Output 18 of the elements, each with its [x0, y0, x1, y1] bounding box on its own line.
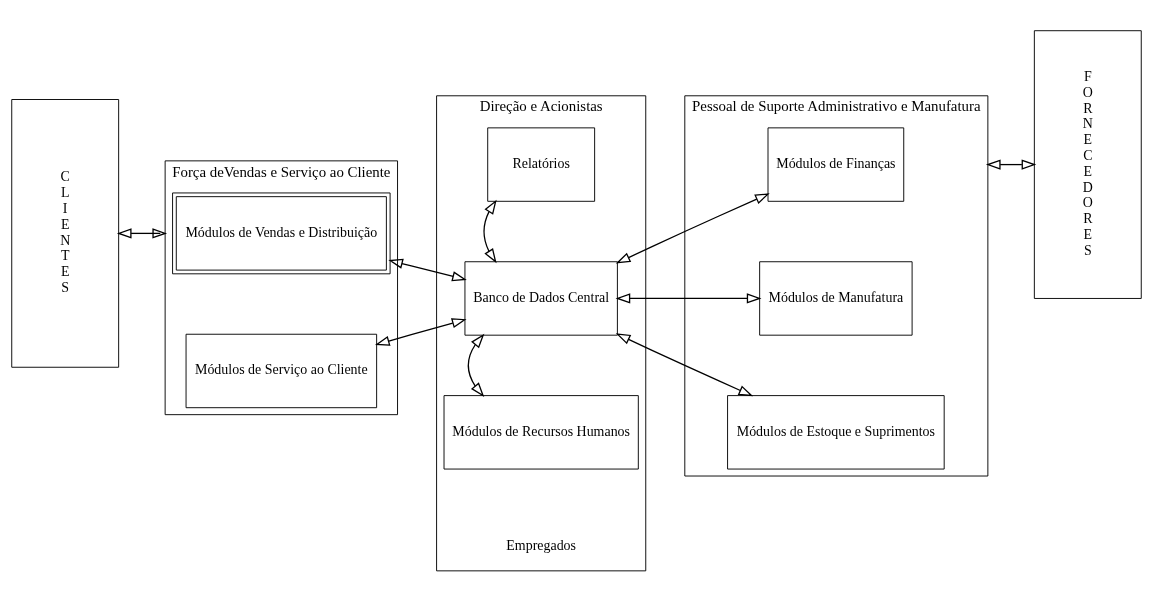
node-box: Banco de Dados Central	[464, 260, 618, 336]
node-box: Módulos de Recursos Humanos	[443, 394, 639, 469]
arrow	[985, 158, 1037, 170]
arrow	[374, 317, 467, 346]
arrow	[467, 333, 485, 397]
arrow	[615, 332, 754, 396]
arrow	[615, 292, 762, 304]
node-box: FORNECEDORES	[1033, 29, 1142, 299]
node-box: Módulos de Serviço ao Cliente	[185, 333, 378, 408]
arrow	[483, 199, 497, 263]
node-box: Relatórios	[487, 126, 596, 202]
arrow	[388, 258, 467, 281]
arrow	[116, 227, 168, 239]
node-box: Módulos de Finanças	[767, 126, 905, 202]
node-box: Módulos de Manufatura	[759, 260, 913, 336]
node-box: CLIENTES	[11, 98, 120, 368]
arrow	[615, 192, 770, 264]
node-box: Módulos de Estoque e Suprimentos	[727, 394, 945, 469]
